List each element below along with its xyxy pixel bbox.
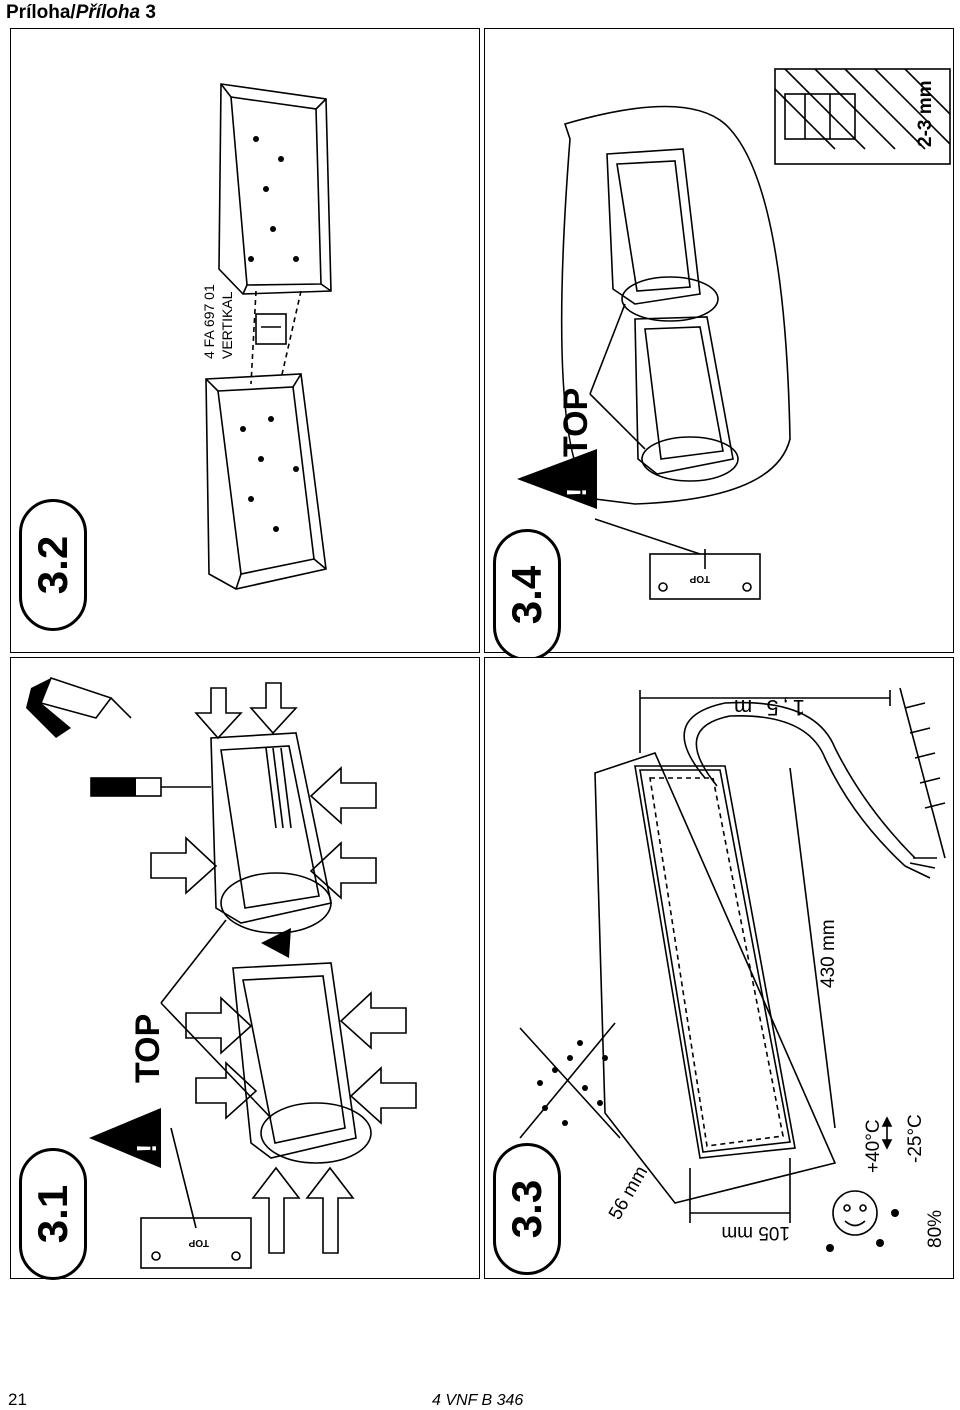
step-badge-3-3: 3.3	[493, 1143, 561, 1275]
length-dimension: 430 mm	[818, 919, 839, 988]
document-code: 4 VNF B 346	[432, 1392, 524, 1409]
max-temperature: +40°C	[863, 1119, 884, 1173]
top-marker: TOP	[188, 1237, 209, 1248]
panel-3-4: ! TOP 2-3 mm TOP 3.4	[484, 28, 954, 661]
humidity-limit: 80%	[925, 1209, 946, 1248]
top-marker: TOP	[689, 573, 710, 584]
step-badge-3-2: 3.2	[19, 499, 87, 631]
panel-3-2: 4 FA 697 01 VERTIKAL 3.2	[10, 28, 480, 653]
panel-3-1: ! TOP TOP 3.1	[10, 657, 480, 1280]
panel-3-3: 56 mm 105 mm 430 mm 1,5 m +40°C -25°C 80…	[484, 657, 954, 1279]
part-number-line2: VERTIKAL	[219, 291, 235, 359]
top-orientation-label: TOP	[557, 387, 595, 457]
mounting-illustration	[517, 68, 951, 600]
top-orientation-label: TOP	[129, 1013, 167, 1083]
page-title: Príloha/Příloha 3	[6, 2, 156, 23]
step-badge-3-4: 3.4	[493, 529, 561, 661]
cable-length: 1,5 m	[729, 695, 805, 720]
page-number: 21	[8, 1390, 27, 1409]
gap-dimension: 2-3 mm	[915, 80, 936, 147]
warning-mark: !	[561, 487, 592, 497]
warning-mark: !	[131, 1143, 162, 1153]
assembly-illustration	[26, 677, 417, 1269]
step-badge-3-1: 3.1	[19, 1148, 87, 1280]
part-number-line1: 4 FA 697 01	[201, 284, 217, 359]
min-temperature: -25°C	[905, 1114, 926, 1163]
height-dimension: 105 mm	[721, 1222, 790, 1243]
box-pair-illustration	[205, 83, 332, 590]
dimensions-illustration	[519, 687, 946, 1252]
